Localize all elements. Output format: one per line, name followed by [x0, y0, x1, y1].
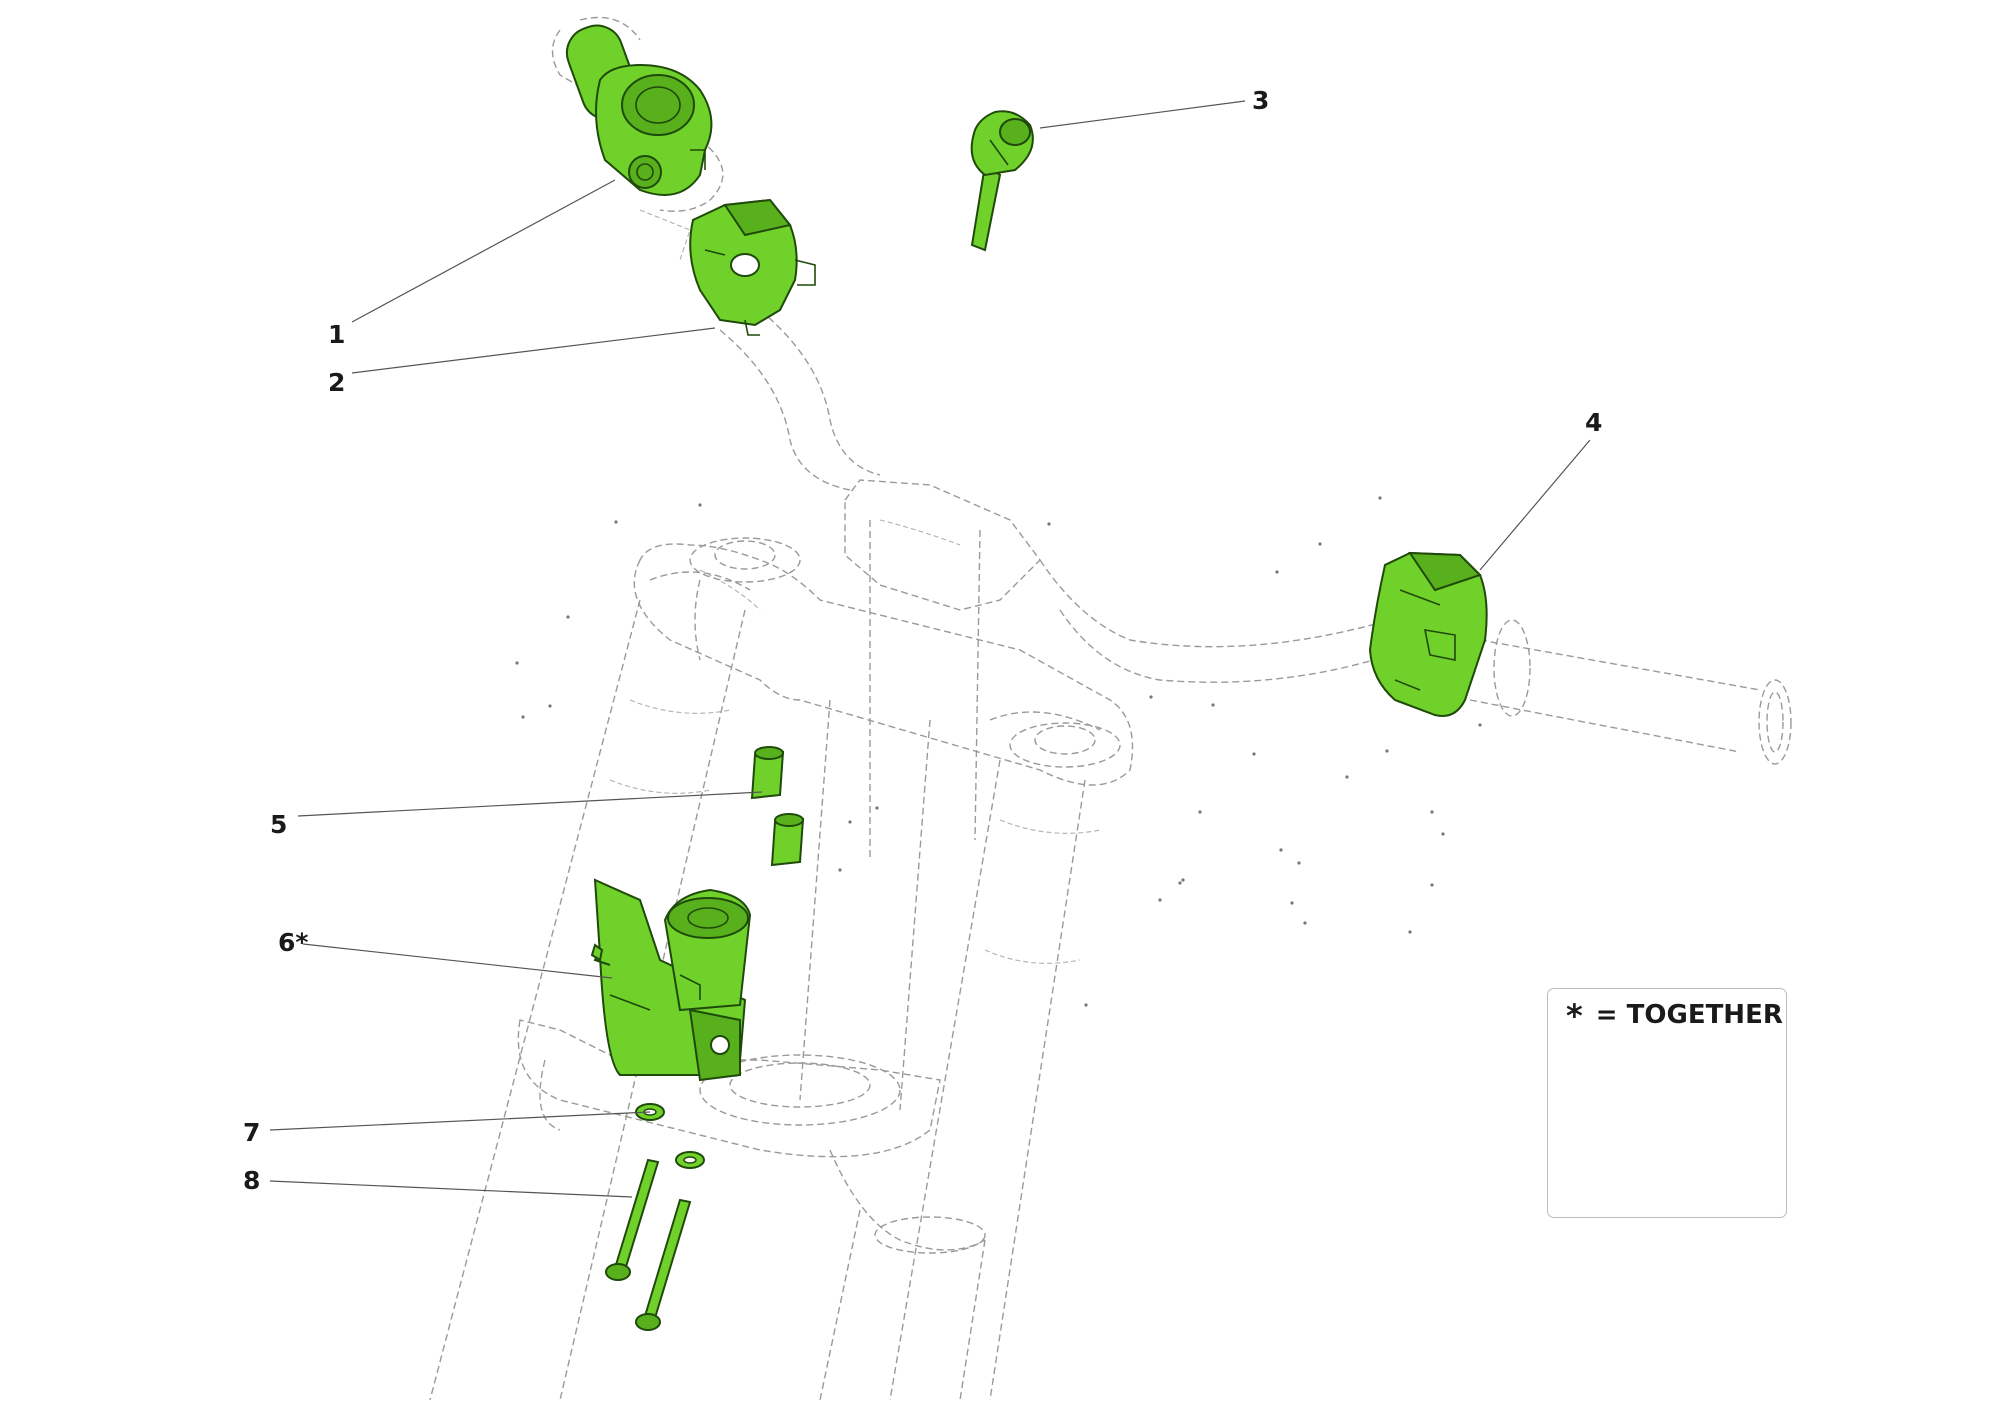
part-4-right-switch-housing: [1368, 551, 1488, 717]
callout-5: 5: [270, 810, 288, 839]
legend-asterisk: *: [1566, 997, 1583, 1035]
legend-together-text: = TOGETHER: [1595, 1000, 1783, 1030]
part-1-throttle-housing: [565, 24, 713, 196]
callout-3: 3: [1252, 86, 1270, 115]
part-2-switch-housing: [689, 198, 816, 336]
part-8-screws: [605, 1158, 692, 1331]
callout-2: 2: [328, 368, 346, 397]
part-7-washers: [635, 1103, 705, 1169]
part-3-ignition-key: [970, 110, 1034, 252]
callout-1: 1: [328, 320, 346, 349]
callout-6: 6*: [278, 928, 309, 957]
part-6-ignition-switch: [590, 878, 752, 1082]
legend-label: * = TOGETHER: [1566, 997, 1783, 1035]
part-5-spacers: [750, 746, 805, 867]
callout-8: 8: [243, 1166, 261, 1195]
leader-lines: [269, 100, 1591, 1198]
fork-and-handlebar-outline: [429, 16, 1792, 1401]
legend-box: * = TOGETHER: [1547, 988, 1787, 1218]
callout-7: 7: [243, 1118, 261, 1147]
callout-4: 4: [1585, 408, 1603, 437]
speckle-dots: [515, 496, 1482, 1007]
